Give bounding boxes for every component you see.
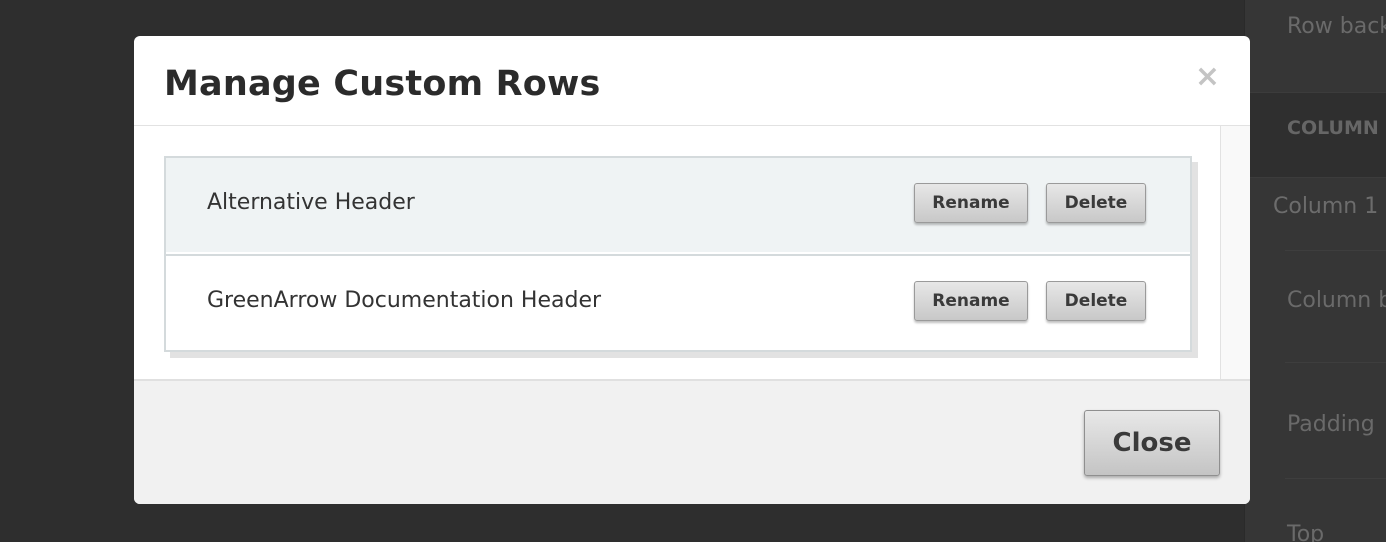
rename-button[interactable]: Rename [914,183,1028,223]
bg-divider [1285,250,1386,251]
dialog-title: Manage Custom Rows [164,64,601,104]
scrollbar-track[interactable] [1220,126,1250,379]
bg-padding-label: Padding [1287,412,1375,437]
close-icon[interactable]: × [1194,59,1220,94]
list-item: Alternative Header Rename Delete [166,158,1190,252]
rename-button[interactable]: Rename [914,281,1028,321]
bg-section-header: COLUMN [1245,92,1386,178]
delete-button[interactable]: Delete [1046,281,1146,321]
bg-row-background-label: Row back [1287,14,1386,39]
background-settings-panel: Row back COLUMN Column 1 Column b Paddin… [1244,0,1386,542]
custom-rows-list: Alternative Header Rename Delete GreenAr… [164,156,1192,352]
close-button[interactable]: Close [1084,410,1220,476]
bg-section-column-label: COLUMN [1287,117,1379,139]
bg-divider [1285,478,1386,479]
dialog-header: Manage Custom Rows × [134,36,1250,126]
bg-divider [1285,362,1386,363]
row-name-label: GreenArrow Documentation Header [207,288,602,313]
bg-column-1-label: Column 1 [1273,194,1379,219]
row-name-label: Alternative Header [207,190,415,215]
list-item: GreenArrow Documentation Header Rename D… [166,254,1190,350]
dialog-footer: Close [134,379,1250,504]
delete-button[interactable]: Delete [1046,183,1146,223]
manage-custom-rows-dialog: Manage Custom Rows × Alternative Header … [134,36,1250,504]
dialog-body: Alternative Header Rename Delete GreenAr… [134,126,1250,379]
bg-top-label: Top [1287,522,1325,542]
bg-column-background-label: Column b [1287,288,1386,313]
